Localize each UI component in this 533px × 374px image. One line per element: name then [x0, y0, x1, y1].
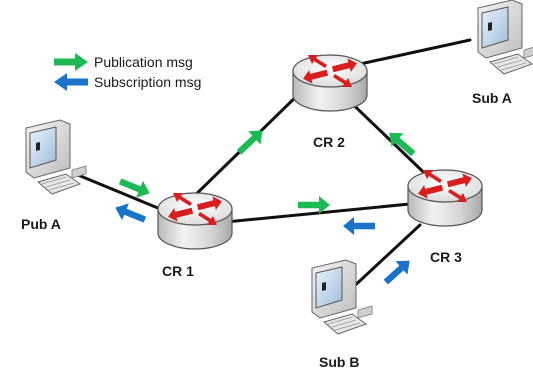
link-cr2-cr3: [338, 90, 442, 190]
link-cr3-sub-b: [348, 223, 422, 292]
computer-pub-a-icon: [25, 119, 87, 195]
subscription-arrow-cr1-pub-a: [111, 199, 149, 228]
legend-item-subscription: Subscription msg: [52, 72, 201, 92]
label-cr3: CR 3: [430, 249, 462, 265]
legend-label-publication: Publication msg: [94, 54, 193, 70]
label-pub-a: Pub A: [21, 216, 61, 232]
computer-sub-b-icon: [311, 259, 373, 335]
legend-label-subscription: Subscription msg: [94, 74, 202, 90]
router-cr1-icon: [157, 192, 233, 250]
label-sub-b: Sub B: [319, 354, 360, 370]
link-cr2-sub-a: [358, 38, 472, 66]
subscription-arrow-cr3-cr1: [343, 217, 375, 235]
publication-arrow-cr3-cr2: [383, 126, 420, 161]
label-cr2: CR 2: [313, 134, 345, 150]
blue-arrow-icon: [54, 73, 88, 91]
link-pub-a-cr1: [76, 173, 172, 215]
green-arrow-icon: [54, 53, 88, 71]
router-cr3-icon: [407, 169, 483, 227]
label-sub-a: Sub A: [472, 90, 512, 106]
legend: Publication msg Subscription msg: [52, 52, 201, 92]
legend-item-publication: Publication msg: [52, 52, 201, 72]
router-cr2-icon: [292, 54, 368, 112]
label-cr1: CR 1: [162, 263, 194, 279]
computer-sub-a-icon: [477, 0, 533, 75]
